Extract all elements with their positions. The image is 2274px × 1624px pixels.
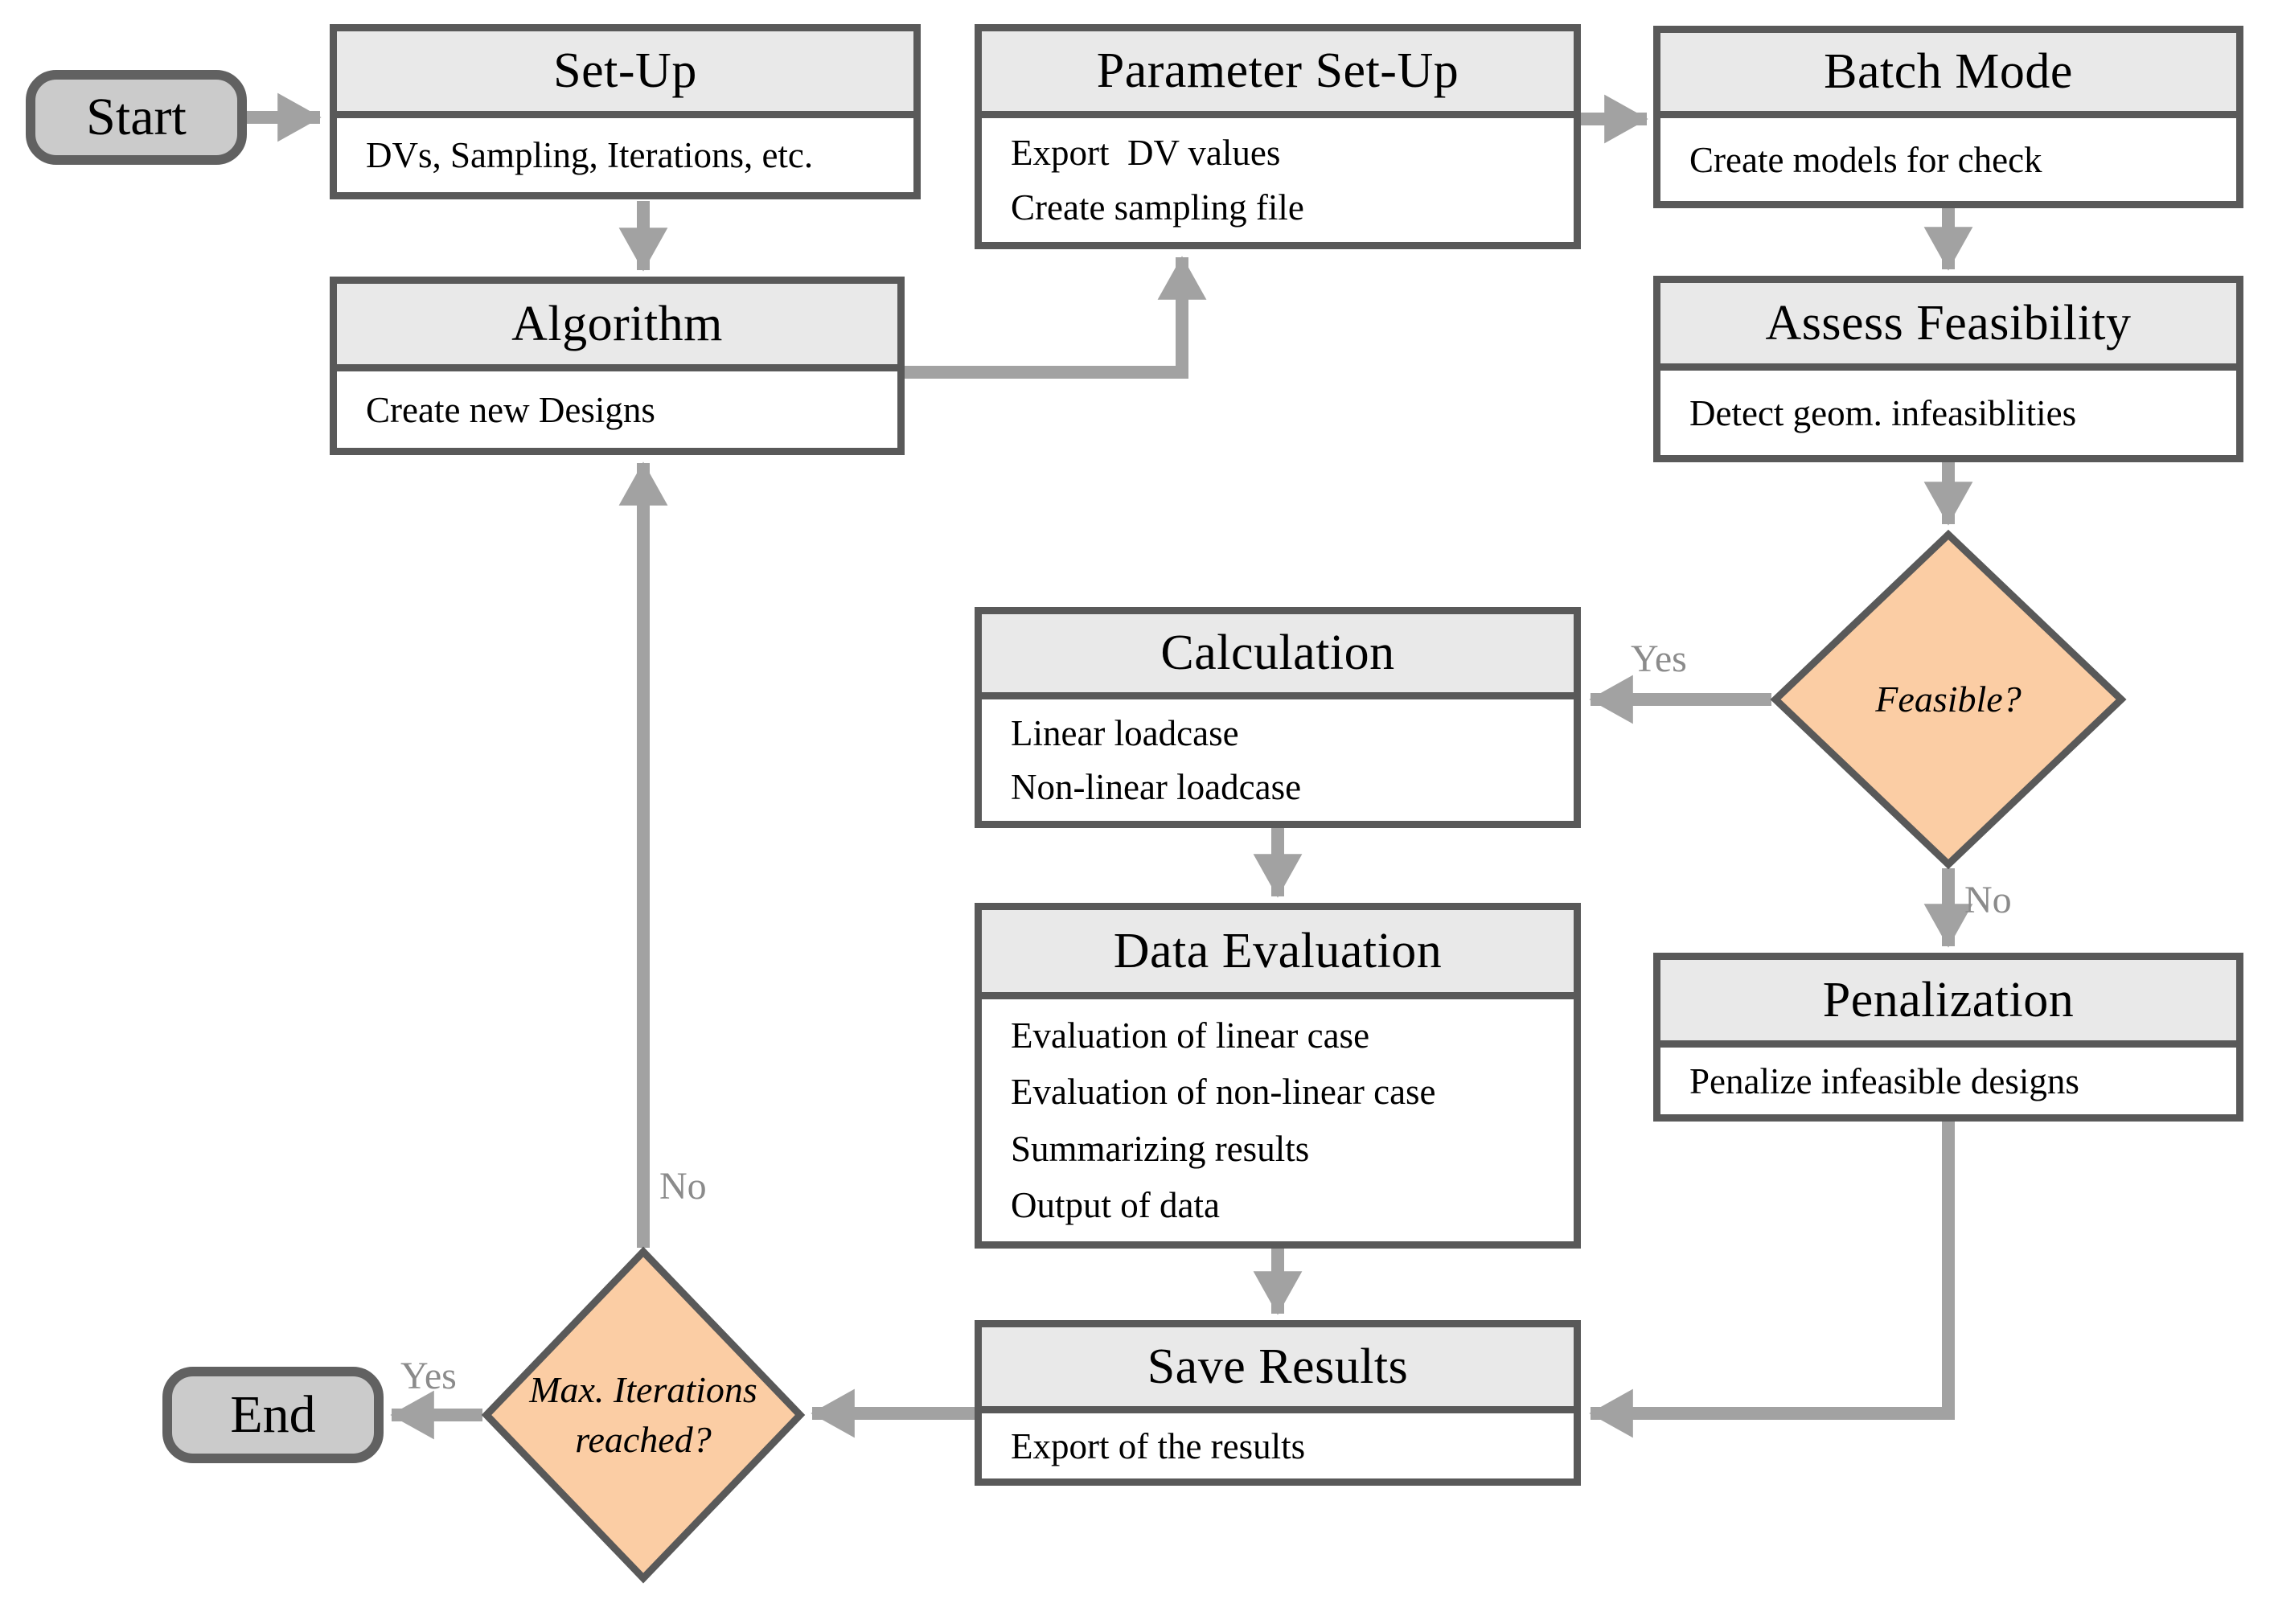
param-setup-title: Parameter Set-Up (982, 31, 1574, 118)
algorithm-node: Algorithm Create new Designs (330, 277, 905, 455)
batch-mode-body: Create models for check (1660, 118, 2236, 201)
data-evaluation-line: Output of data (1011, 1185, 1220, 1226)
label-maxiter-yes: Yes (400, 1355, 457, 1397)
data-evaluation-title: Data Evaluation (982, 910, 1574, 999)
batch-mode-title: Batch Mode (1660, 33, 2236, 118)
max-iterations-decision: Max. Iterations reached? (481, 1246, 806, 1584)
assess-feasibility-body: Detect geom. infeasiblities (1660, 371, 2236, 455)
feasible-diamond-shape (1770, 529, 2127, 870)
assess-feasibility-line: Detect geom. infeasiblities (1689, 392, 2077, 433)
setup-title: Set-Up (337, 31, 913, 118)
assess-feasibility-node: Assess Feasibility Detect geom. infeasib… (1653, 276, 2243, 462)
end-node: End (162, 1367, 384, 1463)
param-setup-body: Export DV values Create sampling file (982, 118, 1574, 242)
penalization-line: Penalize infeasible designs (1689, 1060, 2079, 1101)
label-maxiter-no: No (659, 1165, 707, 1208)
label-feasible-no: No (1964, 879, 2012, 921)
setup-node: Set-Up DVs, Sampling, Iterations, etc. (330, 24, 921, 199)
feasible-question: Feasible? (1875, 678, 2022, 720)
calculation-line: Linear loadcase (1011, 712, 1239, 753)
batch-mode-node: Batch Mode Create models for check (1653, 26, 2243, 208)
param-setup-line: Export DV values (1011, 132, 1281, 173)
setup-line: DVs, Sampling, Iterations, etc. (366, 135, 814, 175)
max-iterations-diamond-shape (481, 1246, 806, 1584)
data-evaluation-line: Evaluation of non-linear case (1011, 1072, 1436, 1113)
setup-body: DVs, Sampling, Iterations, etc. (337, 118, 913, 192)
param-setup-line: Create sampling file (1011, 187, 1304, 228)
save-results-node: Save Results Export of the results (975, 1320, 1581, 1486)
label-feasible-yes: Yes (1631, 638, 1687, 680)
feasible-decision: Feasible? (1770, 529, 2127, 870)
calculation-title: Calculation (982, 614, 1574, 699)
start-node: Start (26, 70, 247, 165)
end-label: End (230, 1385, 316, 1444)
data-evaluation-line: Evaluation of linear case (1011, 1015, 1370, 1056)
penalization-body: Penalize infeasible designs (1660, 1048, 2236, 1114)
calculation-node: Calculation Linear loadcase Non-linear l… (975, 607, 1581, 828)
max-iterations-question-line1: Max. Iterations (529, 1368, 757, 1410)
max-iterations-question: Max. Iterations reached? (482, 1248, 804, 1582)
param-setup-node: Parameter Set-Up Export DV values Create… (975, 24, 1581, 249)
data-evaluation-body: Evaluation of linear case Evaluation of … (982, 999, 1574, 1241)
max-iterations-question-line2: reached? (575, 1419, 712, 1460)
algorithm-line: Create new Designs (366, 389, 655, 430)
data-evaluation-line: Summarizing results (1011, 1128, 1310, 1169)
calculation-line: Non-linear loadcase (1011, 767, 1302, 808)
penalization-title: Penalization (1660, 960, 2236, 1048)
edge-penal-save (1589, 1122, 1955, 1438)
data-evaluation-node: Data Evaluation Evaluation of linear cas… (975, 903, 1581, 1249)
start-label: Start (86, 88, 187, 146)
save-results-body: Export of the results (982, 1413, 1574, 1478)
batch-mode-line: Create models for check (1689, 139, 2042, 180)
calculation-body: Linear loadcase Non-linear loadcase (982, 699, 1574, 821)
edge-algorithm-param (905, 256, 1207, 379)
assess-feasibility-title: Assess Feasibility (1660, 283, 2236, 371)
algorithm-title: Algorithm (337, 284, 897, 371)
save-results-line: Export of the results (1011, 1425, 1306, 1466)
penalization-node: Penalization Penalize infeasible designs (1653, 953, 2243, 1122)
save-results-title: Save Results (982, 1327, 1574, 1413)
algorithm-body: Create new Designs (337, 371, 897, 448)
